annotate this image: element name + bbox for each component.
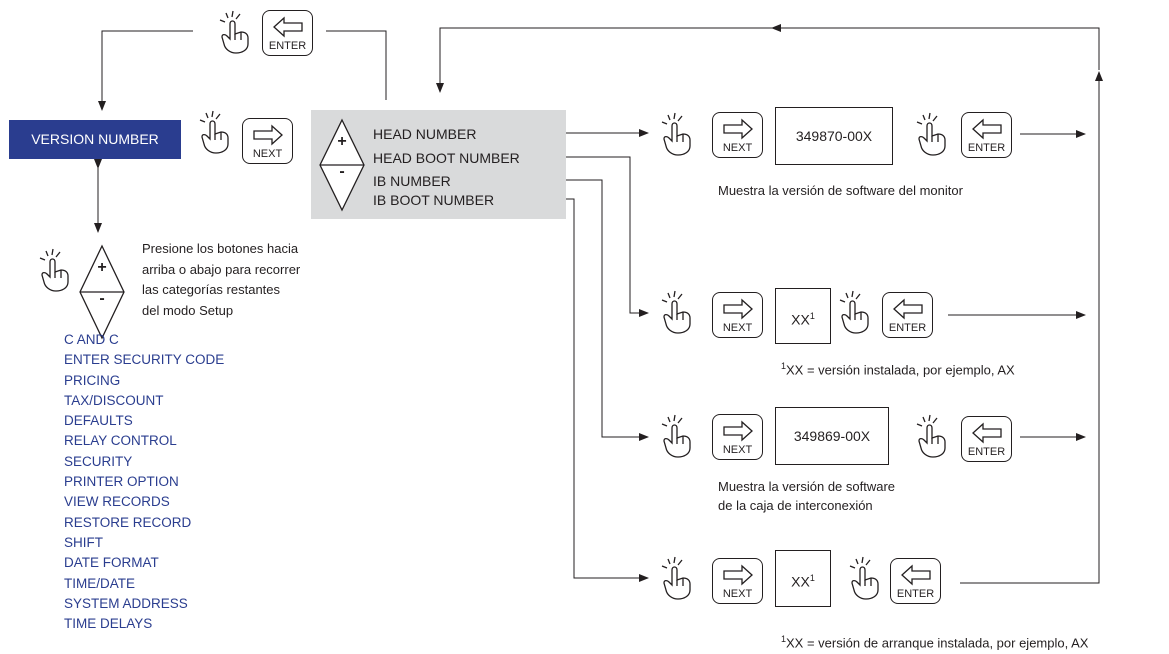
enter-key[interactable]: ENTER	[262, 10, 313, 56]
enter-key-label: ENTER	[896, 588, 935, 600]
enter-key[interactable]: ENTER	[882, 292, 933, 338]
value-display: 349869-00X	[775, 407, 889, 465]
next-arrow-icon	[723, 118, 753, 140]
menu-item-head-number[interactable]: HEAD NUMBER	[373, 126, 477, 142]
category-item[interactable]: SYSTEM ADDRESS	[64, 595, 188, 611]
enter-key-label: ENTER	[888, 322, 927, 334]
category-item[interactable]: DEFAULTS	[64, 413, 133, 429]
finger-press-icon	[849, 556, 879, 600]
footnote-marker: 1	[809, 311, 815, 321]
footnote-marker: 1	[781, 634, 787, 644]
scroll-note-line: Presione los botones hacia	[142, 241, 299, 256]
footnote-marker: 1	[809, 573, 815, 583]
value-text: XX	[791, 573, 810, 590]
enter-arrow-icon	[893, 298, 923, 320]
enter-key[interactable]: ENTER	[961, 112, 1012, 158]
category-item[interactable]: TIME DELAYS	[64, 616, 153, 632]
scroll-note-line: las categorías restantes	[142, 282, 281, 297]
next-key-label: NEXT	[722, 142, 753, 154]
finger-press-icon	[661, 556, 691, 600]
monitor-note: Muestra la versión de software del monit…	[718, 183, 963, 198]
value-display: 349870-00X	[775, 107, 893, 165]
next-key[interactable]: NEXT	[712, 558, 763, 604]
up-down-key[interactable]	[78, 244, 126, 340]
junction-box-note-line: Muestra la versión de software	[718, 479, 896, 494]
junction-box-note-line: de la caja de interconexión	[718, 498, 873, 513]
finger-press-icon	[219, 10, 249, 54]
plus-symbol: +	[337, 133, 347, 150]
category-item[interactable]: RESTORE RECORD	[64, 514, 192, 530]
next-key[interactable]: NEXT	[712, 414, 763, 460]
enter-key[interactable]: ENTER	[890, 558, 941, 604]
value-display: XX1	[775, 288, 831, 344]
category-item[interactable]: TIME/DATE	[64, 575, 136, 591]
next-key[interactable]: NEXT	[712, 112, 763, 158]
menu-item-ib-boot-number[interactable]: IB BOOT NUMBER	[373, 192, 495, 208]
minus-symbol: -	[99, 290, 105, 307]
category-item[interactable]: VIEW RECORDS	[64, 494, 170, 510]
scroll-note-line: del modo Setup	[142, 303, 234, 318]
up-down-key[interactable]	[318, 118, 366, 212]
value-text: XX	[791, 311, 810, 328]
category-item[interactable]: SHIFT	[64, 534, 103, 550]
category-item[interactable]: C AND C	[64, 332, 119, 347]
category-item[interactable]: ENTER SECURITY CODE	[64, 352, 225, 368]
next-key-label: NEXT	[722, 444, 753, 456]
enter-key-label: ENTER	[967, 142, 1006, 154]
next-arrow-icon	[723, 564, 753, 586]
category-item[interactable]: PRICING	[64, 372, 121, 388]
next-key-label: NEXT	[722, 588, 753, 600]
category-item[interactable]: DATE FORMAT	[64, 555, 159, 571]
next-key[interactable]: NEXT	[712, 292, 763, 338]
next-arrow-icon	[723, 420, 753, 442]
version-number-title: VERSION NUMBER	[9, 120, 181, 159]
category-item[interactable]: RELAY CONTROL	[64, 433, 177, 449]
next-arrow-icon	[723, 298, 753, 320]
finger-press-icon	[661, 290, 691, 334]
category-item[interactable]: SECURITY	[64, 453, 133, 469]
finger-press-icon	[839, 290, 869, 334]
enter-arrow-icon	[273, 16, 303, 38]
category-item[interactable]: TAX/DISCOUNT	[64, 392, 164, 408]
finger-press-icon	[39, 248, 69, 292]
next-key[interactable]: NEXT	[242, 118, 293, 164]
footnote-marker: 1	[781, 361, 787, 371]
finger-press-icon	[661, 414, 691, 458]
minus-symbol: -	[339, 163, 345, 180]
note-text: XX = versión de arranque instalada, por …	[786, 635, 1089, 651]
note-text: XX = versión instalada, por ejemplo, AX	[786, 362, 1015, 378]
category-item[interactable]: PRINTER OPTION	[64, 474, 179, 490]
plus-symbol: +	[97, 259, 107, 276]
scroll-note-line: arriba o abajo para recorrer	[142, 262, 301, 277]
next-key-label: NEXT	[722, 322, 753, 334]
finger-press-icon	[916, 414, 946, 458]
enter-key-label: ENTER	[967, 446, 1006, 458]
value-display: XX1	[775, 550, 831, 607]
enter-arrow-icon	[972, 422, 1002, 444]
enter-arrow-icon	[972, 118, 1002, 140]
menu-item-ib-number[interactable]: IB NUMBER	[373, 173, 451, 189]
finger-press-icon	[199, 110, 229, 154]
enter-arrow-icon	[901, 564, 931, 586]
next-key-label: NEXT	[252, 148, 283, 160]
finger-press-icon	[661, 112, 691, 156]
category-list: C AND C ENTER SECURITY CODE PRICING TAX/…	[64, 330, 224, 634]
installed-version-note: 1XX = versión instalada, por ejemplo, AX	[781, 358, 1015, 378]
enter-key[interactable]: ENTER	[961, 416, 1012, 462]
enter-key-label: ENTER	[268, 40, 307, 52]
next-arrow-icon	[253, 124, 283, 146]
finger-press-icon	[916, 112, 946, 156]
menu-item-head-boot-number[interactable]: HEAD BOOT NUMBER	[373, 150, 520, 166]
boot-version-note: 1XX = versión de arranque instalada, por…	[781, 631, 1088, 651]
